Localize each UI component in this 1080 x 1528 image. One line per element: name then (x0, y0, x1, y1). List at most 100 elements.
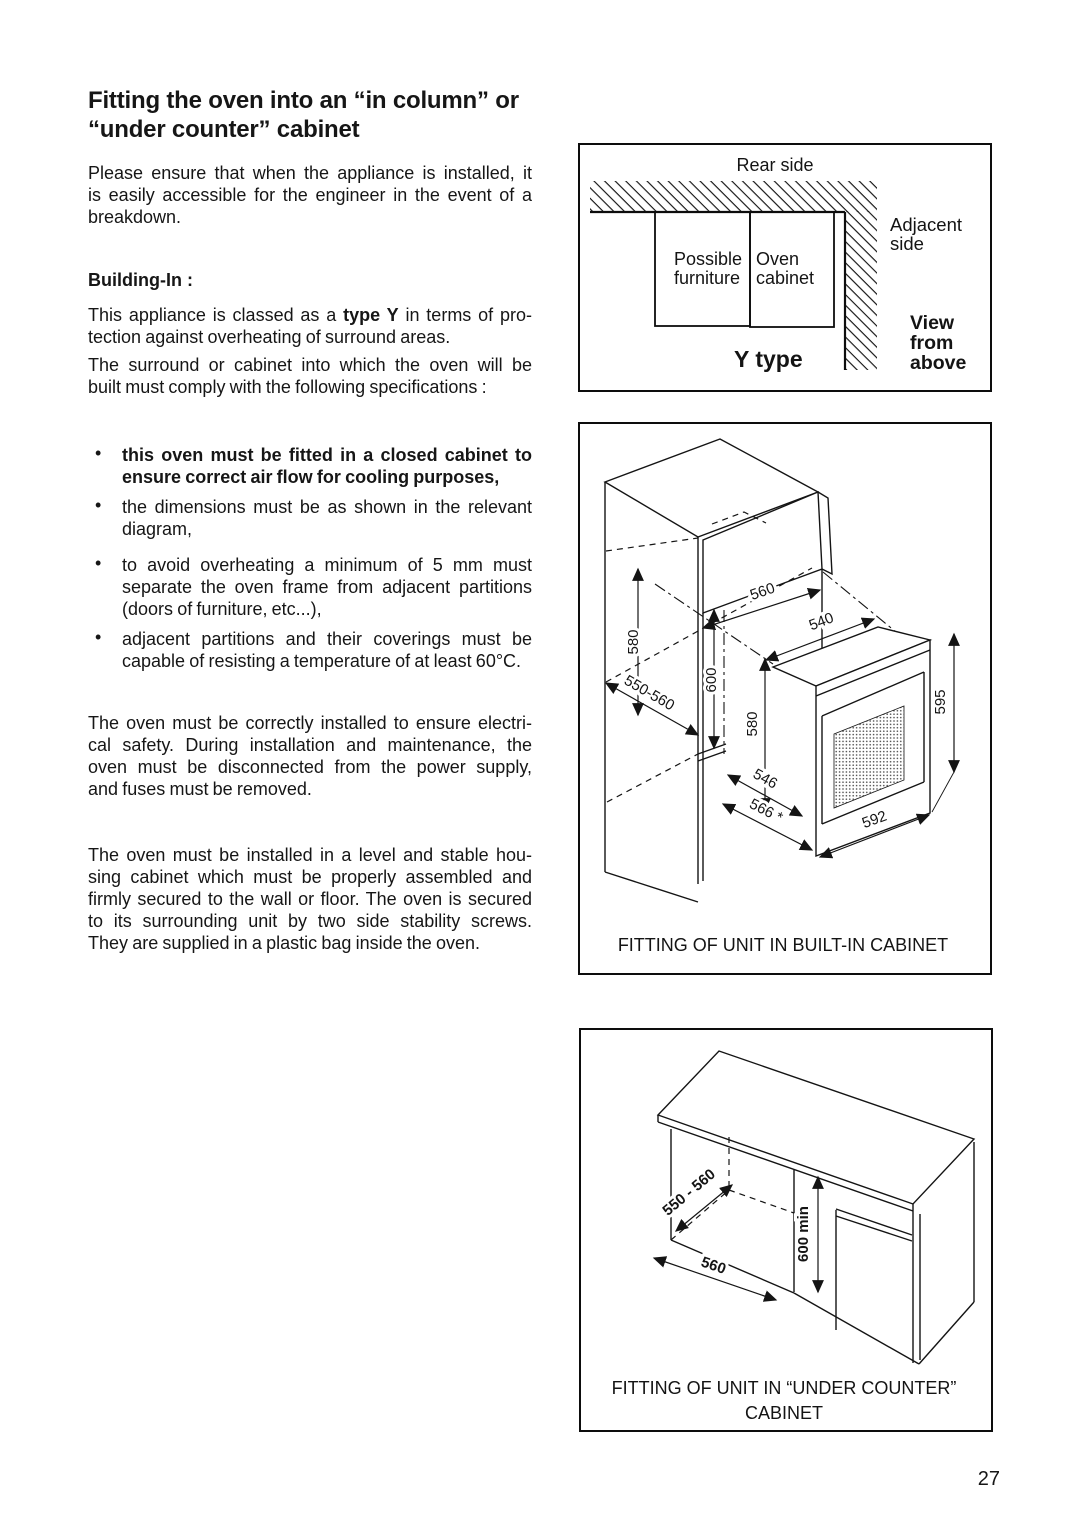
dim-600: 600 (703, 667, 720, 692)
dim-line-560 (701, 588, 822, 630)
dimension-labels: 550 - 560 560 600 min (656, 1163, 815, 1281)
view-from-above-label-1: View (910, 312, 955, 334)
undercounter-diagram-box: 550 - 560 560 600 min FITTING OF UNIT IN… (579, 1028, 993, 1432)
cabinet-plan-outlines (654, 211, 835, 328)
rear-wall-hatch (590, 181, 877, 212)
dim-580-oven: 580 (744, 711, 761, 736)
oven-door-frame (821, 671, 925, 825)
dim-540: 540 (807, 609, 836, 634)
countertop-edge (657, 1115, 914, 1212)
front-right-corner (912, 1211, 921, 1363)
paragraph-line: The oven must be correctly installed to … (88, 713, 532, 733)
bullet-item-overheating: • to avoid overheating a minimum of 5 mm… (88, 553, 532, 620)
bullet-line: to avoid overheating a minimum of 5 mm m… (122, 555, 532, 575)
hidden-line (728, 1189, 795, 1214)
bullet-line: capable of resisting a temperature of at… (122, 651, 522, 671)
paragraph-line: breakdown. (88, 207, 182, 227)
building-in-heading: Building-In : (88, 270, 193, 290)
level-housing-paragraph: The oven must be installed in a level an… (88, 844, 532, 954)
paragraph-line: The oven must be installed in a level an… (88, 845, 532, 865)
side-bottom-edge (918, 1301, 975, 1365)
paragraph-line: Please ensure that when the appliance is… (88, 163, 532, 183)
paragraph-line: to its surrounding unit by two side stab… (88, 911, 532, 931)
dim-580-top: 580 (625, 629, 642, 654)
wall-hatching (590, 181, 877, 370)
oven-cabinet-outline (749, 211, 835, 328)
dim-line-566 (721, 803, 814, 851)
text-segment: This appliance is classed as a (88, 305, 344, 325)
oven-cabinet-label-2: cabinet (756, 268, 814, 288)
view-from-above-label-2: from (910, 332, 953, 354)
paragraph-line: and fuses must be removed. (88, 779, 312, 799)
oven-outline (771, 626, 933, 858)
adjacent-side-label-2: side (890, 233, 924, 254)
dim-546: 546 (750, 766, 780, 793)
dim-600-min: 600 min (795, 1206, 812, 1262)
bullet-item-closed-cabinet: • this oven must be fitted in a closed c… (88, 443, 532, 488)
bullet-line: ensure correct air flow for cooling purp… (122, 467, 500, 487)
possible-furniture-label-1: Possible (674, 249, 742, 269)
oven-cabinet-label-1: Oven (756, 249, 799, 269)
dimension-lines (604, 567, 960, 859)
bullet-line: (doors of furniture, etc...), (122, 599, 322, 619)
bullet-item-dimensions: • the dimensions must be as shown in the… (88, 495, 532, 540)
title-line-1: Fitting the oven into an “in column” or (88, 87, 519, 114)
intro-paragraph: Please ensure that when the appliance is… (88, 162, 532, 228)
page-title: Fitting the oven into an “in column” or … (88, 86, 532, 144)
oven-door-window (833, 705, 905, 809)
counter-cabinet-outline (656, 1050, 976, 1365)
dim-leader-595 (931, 771, 955, 813)
dim-line-560 (652, 1256, 778, 1302)
oven-trim-line (815, 649, 931, 697)
view-from-above-label-3: above (910, 352, 967, 374)
electrical-paragraph: The oven must be correctly installed to … (88, 712, 532, 800)
bottom-edge (604, 871, 699, 903)
hidden-line (711, 511, 767, 525)
paragraph-line: The surround or cabinet into which the o… (88, 355, 532, 375)
page-number: 27 (977, 1468, 1000, 1490)
dim-line-550-560 (604, 682, 700, 736)
builtin-caption: FITTING OF UNIT IN BUILT-IN CABINET (618, 935, 948, 955)
countertop-face (656, 1050, 976, 1205)
paragraph-line: They are supplied in a plastic bag insid… (88, 933, 481, 953)
bullet-line: separate the oven frame from adjacent pa… (122, 577, 532, 597)
text-segment: in terms of pro- (398, 305, 532, 325)
builtin-diagram: 580 560 540 600 550-560 580 595 546 566 … (603, 438, 960, 955)
adjacent-side-label-1: Adjacent (890, 214, 962, 235)
y-type-label: Y type (734, 346, 803, 372)
type-y-bold: type Y (343, 305, 399, 325)
bullet-item-partitions: • adjacent partitions and their covering… (88, 627, 532, 672)
possible-furniture-label-2: furniture (674, 268, 740, 288)
cabinet-bottom-front (793, 1292, 920, 1365)
paragraph-line: sing cabinet which must be properly asse… (88, 867, 532, 887)
dimension-lines (652, 1175, 824, 1302)
dim-line-550-560 (674, 1184, 734, 1232)
dim-560: 560 (699, 1254, 728, 1278)
ytype-diagram-box: Rear side Possible furniture Oven cabine… (578, 143, 992, 392)
builtin-diagram-box: 580 560 540 600 550-560 580 595 546 566 … (578, 422, 992, 975)
dim-595: 595 (932, 689, 949, 714)
compartment-side-edge (817, 491, 833, 576)
dim-line-540 (764, 617, 876, 662)
bullet-line: this oven must be fitted in a closed cab… (122, 445, 532, 465)
bullet-line: the dimensions must be as shown in the r… (122, 497, 532, 517)
dim-566: 566 * (747, 795, 786, 826)
paragraph-line: oven must be disconnected from the power… (88, 757, 532, 777)
bullet-dot: • (95, 627, 102, 647)
centerline (822, 571, 897, 633)
bullet-dot: • (95, 495, 102, 515)
dim-line-592 (818, 813, 931, 859)
surround-paragraph: The surround or cabinet into which the o… (88, 354, 532, 398)
undercounter-caption-2: CABINET (745, 1403, 823, 1423)
paragraph-line: This appliance is classed as a type Y in… (88, 304, 532, 326)
bullet-dot: • (95, 553, 102, 573)
ytype-diagram: Rear side Possible furniture Oven cabine… (590, 155, 967, 374)
paragraph-line: firmly secured to the wall or floor. The… (88, 889, 532, 909)
adjacent-wall-hatch (845, 211, 877, 370)
bullet-dot: • (95, 443, 102, 463)
paragraph-line: tection against overheating of surround … (88, 327, 451, 347)
hidden-line (606, 753, 699, 803)
drawer-groove (835, 1208, 913, 1242)
type-y-paragraph: This appliance is classed as a type Y in… (88, 304, 532, 348)
